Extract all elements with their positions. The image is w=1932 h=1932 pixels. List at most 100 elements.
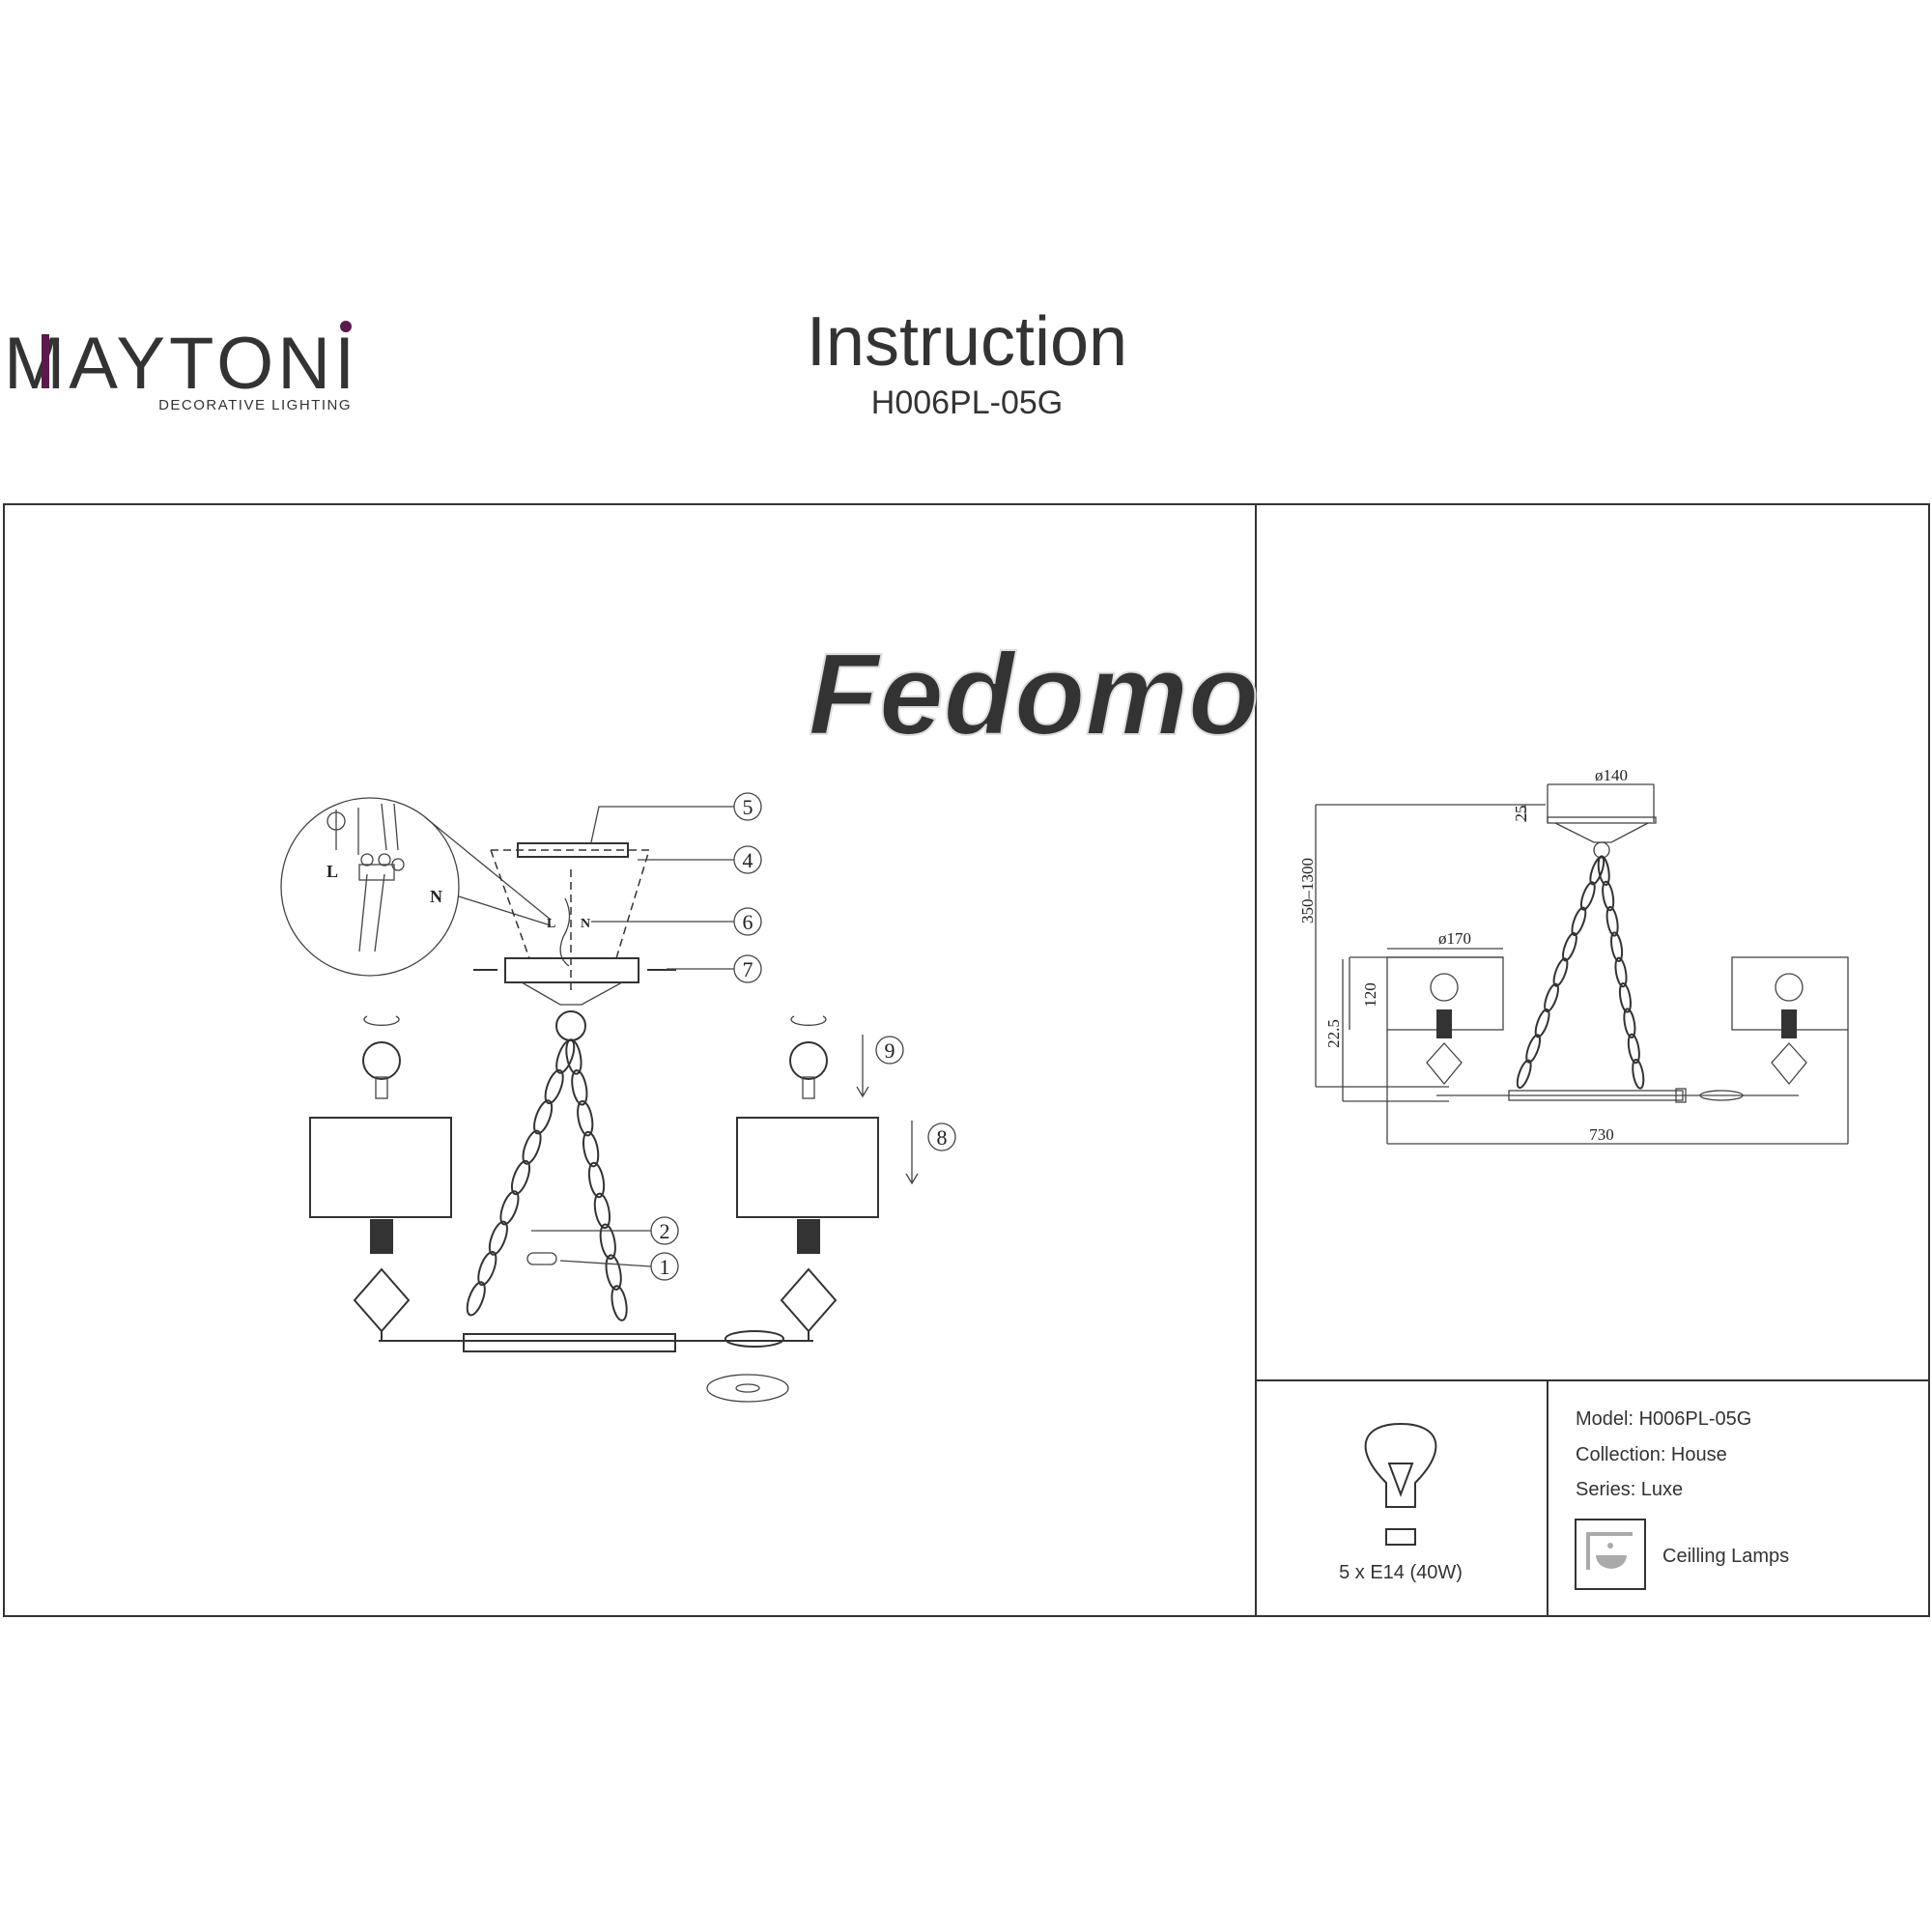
neutral-wire-label: N: [581, 917, 590, 931]
page-title: Instruction: [807, 303, 1127, 381]
rotate-arrow-icon: [363, 1015, 400, 1026]
svg-text:1: 1: [660, 1255, 670, 1279]
chain-link: [522, 1129, 542, 1165]
chain-link: [1516, 1059, 1532, 1090]
rosette: [706, 1374, 789, 1403]
chain-link: [1525, 1034, 1542, 1064]
dim-canopy-height: 25: [1512, 806, 1530, 822]
chain-link: [605, 1254, 622, 1291]
collection-text: Collection: House: [1576, 1444, 1727, 1465]
series-text: Series: Luxe: [1576, 1479, 1683, 1500]
bulb-spec-text: 5 x E14 (40W): [1339, 1562, 1463, 1583]
chain-link: [1562, 931, 1577, 962]
chain-link: [544, 1068, 564, 1105]
brand-name: MAYTONI: [4, 323, 358, 405]
brand-accent-dot: [340, 321, 352, 332]
chain-link: [1627, 1033, 1640, 1065]
live-wire-label: L: [547, 917, 555, 931]
callout-6: 6: [733, 907, 762, 936]
svg-text:5: 5: [743, 795, 753, 819]
bulb: [789, 1041, 828, 1080]
brand-tagline: DECORATIVE LIGHTING: [158, 397, 352, 413]
chain-link: [1544, 982, 1559, 1013]
dim-total-height: 350–1300: [1298, 858, 1317, 923]
chain-link: [466, 1281, 486, 1317]
canopy: [504, 957, 639, 983]
lamp-shade: [309, 1117, 452, 1218]
bulb: [362, 1041, 401, 1080]
ceiling-lamp-icon: [1575, 1519, 1646, 1590]
product-info: Model: H006PL-05G Collection: House Seri…: [1575, 1408, 1789, 1590]
chain-link: [593, 1192, 611, 1230]
svg-text:6: 6: [743, 910, 753, 934]
chain-link: [1614, 956, 1628, 988]
crystal: [353, 1267, 411, 1333]
svg-text:2: 2: [660, 1219, 670, 1243]
brand-logo: MAYTONI DECORATIVE LIGHTING: [4, 321, 358, 413]
callout-5: 5: [733, 792, 762, 821]
chain-link: [565, 1038, 582, 1075]
svg-text:9: 9: [885, 1038, 895, 1063]
chain-link: [577, 1099, 594, 1137]
mounting-bracket: [517, 842, 629, 858]
chain-link: [1597, 855, 1610, 886]
callout-8: 8: [927, 1122, 956, 1151]
down-arrow-icon: [856, 1035, 869, 1098]
svg-text:4: 4: [743, 848, 753, 872]
svg-text:8: 8: [937, 1125, 948, 1150]
left-lamp: [309, 1015, 452, 1341]
dim-total-width: 730: [1589, 1125, 1614, 1144]
dim-shade-diameter: ø170: [1438, 929, 1471, 948]
chain-link: [1623, 1008, 1636, 1038]
chain-link: [1534, 1008, 1550, 1038]
chain-link: [571, 1069, 588, 1106]
watermark: Fedomo: [809, 630, 1260, 759]
chain-link: [1610, 931, 1624, 962]
chain-link: [1632, 1059, 1645, 1090]
chain-link: [1605, 906, 1619, 937]
ceiling-ring: [555, 1010, 586, 1041]
bulb-icon: [1364, 1422, 1437, 1508]
rotate-arrow-icon: [790, 1015, 827, 1026]
chain-link: [533, 1099, 554, 1135]
callout-1: 1: [650, 1252, 679, 1281]
chain-link: [1602, 880, 1615, 912]
chain-link: [499, 1190, 520, 1226]
dim-canopy-diameter: ø140: [1595, 766, 1628, 784]
chain-link: [510, 1159, 531, 1196]
chain-link: [587, 1161, 606, 1199]
callout-4: 4: [733, 845, 762, 874]
chain-link: [599, 1223, 616, 1261]
dim-shade-height: 120: [1361, 982, 1379, 1008]
frame: [3, 503, 1930, 1617]
dim-arm-height: 22.5: [1324, 1019, 1343, 1048]
lamp-shade: [736, 1117, 879, 1218]
neutral-label: N: [430, 887, 442, 906]
chain-link: [1579, 881, 1596, 911]
live-label: L: [327, 862, 338, 881]
category-text: Ceilling Lamps: [1662, 1546, 1789, 1567]
assembly-diagram: L N L N: [280, 792, 956, 1403]
chain-link: [1589, 855, 1605, 886]
chain-link: [1552, 957, 1569, 987]
part-plate: [526, 1252, 557, 1265]
chain-link: [582, 1130, 600, 1168]
right-lamp: [736, 1015, 879, 1341]
chain-link: [488, 1220, 508, 1256]
wiring-detail-magnifier: L N: [280, 797, 552, 977]
chain-link: [1571, 906, 1587, 937]
crystal: [780, 1267, 838, 1333]
callout-9: 9: [875, 1036, 904, 1065]
chain-link: [555, 1038, 576, 1074]
down-arrow-icon: [905, 1121, 919, 1185]
dimension-drawing: ø140 25 350–1300 ø170 120 22.5 730: [1298, 766, 1849, 1145]
callout-7: 7: [733, 954, 762, 983]
chain-link: [1618, 982, 1632, 1013]
bulb-spec: 5 x E14 (40W): [1339, 1422, 1463, 1583]
svg-text:7: 7: [743, 957, 753, 981]
model-text: Model: H006PL-05G: [1576, 1408, 1751, 1430]
chain-link: [611, 1285, 628, 1321]
brand-accent-bar: [42, 334, 49, 388]
model-code: H006PL-05G: [871, 384, 1063, 421]
